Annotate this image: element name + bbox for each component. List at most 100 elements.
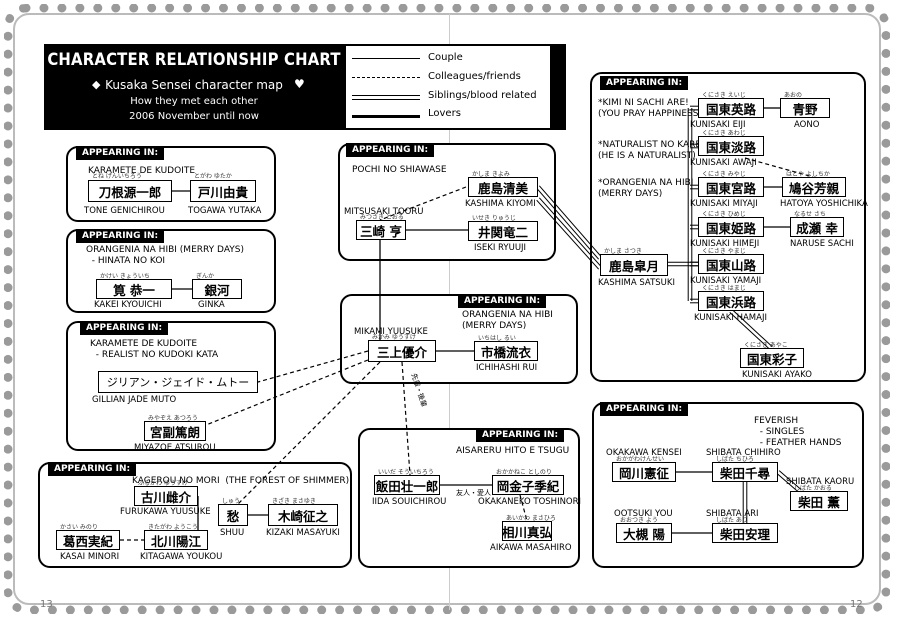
section-note-1: *KIMI NI SACHI ARE! (YOU PRAY HAPPINESS) [598, 98, 702, 119]
character-name-romaji: ICHIHASHI RUI [476, 363, 538, 373]
lace-border [4, 4, 890, 614]
section-note-2: *NATURALIST NO KARE (HE IS A NATURALIST) [598, 140, 702, 161]
legend-swatch-bold [352, 115, 420, 118]
character-name-furigana: しばた ちひろ [716, 456, 754, 463]
edge-label-iida-okakaneko: 友人・愛人 [456, 489, 491, 497]
character-name-furigana: しばた かおる [794, 485, 832, 492]
character-name-furigana: きたがわ ようこう [148, 524, 198, 531]
character-name-romaji: KUNISAKI AWAJI [690, 158, 757, 168]
character-miyazoe: 宮副篤朗 [144, 421, 206, 441]
character-name-romaji: IIDA SOUICHIROU [372, 497, 447, 507]
character-name-romaji: TONE GENICHIROU [84, 206, 165, 216]
character-name-kanji: 銀河 [204, 282, 230, 298]
character-name-romaji: MIYAZOE ATSUROU [134, 443, 216, 453]
sibling-line [536, 199, 600, 270]
section-tab: APPEARING IN: [346, 143, 435, 157]
colleague-line [401, 361, 411, 476]
colleague-line [744, 157, 814, 178]
character-name-kanji: 刀根源一郎 [98, 184, 162, 200]
character-name-kanji: 成瀬 幸 [796, 220, 838, 236]
chart-subtitle: Kusaka Sensei character map [105, 78, 283, 92]
character-name-kanji: 筧 恭一 [113, 282, 155, 298]
character-name-furigana: くにさき はまじ [702, 285, 746, 292]
character-name-romaji: KASHIMA KIYOMI [465, 199, 536, 209]
legend-label: Couple [428, 52, 463, 63]
character-name-furigana: かしま さつき [604, 248, 642, 255]
legend-label: Lovers [428, 108, 461, 119]
section-tab: APPEARING IN: [76, 146, 165, 160]
character-name-furigana: ぎんか [196, 273, 215, 280]
character-name-kanji: 鹿島清美 [477, 180, 528, 196]
character-ginka: 銀河 [192, 279, 242, 299]
character-name-furigana: いいだ そういちろう [378, 469, 434, 476]
character-name-furigana: おかかねこ としのり [496, 469, 552, 476]
title-block: CHARACTER RELATIONSHIP CHART ◆ Kusaka Se… [44, 44, 344, 130]
sibling-line [536, 187, 600, 260]
character-togawa: 戸川由貴 [190, 180, 256, 202]
section-tab: APPEARING IN: [80, 321, 169, 335]
character-name-furigana: おかがわけんせい [616, 456, 665, 463]
character-name-romaji: KUNISAKI EIJI [690, 120, 746, 130]
character-aono: 青野 [780, 98, 830, 118]
character-name-romaji: KUNISAKI AYAKO [742, 370, 812, 380]
sibling-line [729, 311, 771, 350]
character-name-furigana: いせき りゅうじ [472, 215, 516, 222]
character-name-furigana: きざき まさゆき [272, 498, 316, 505]
sibling-line [538, 197, 602, 268]
character-shuu: 愁 [218, 504, 248, 526]
colleague-line [519, 494, 528, 522]
character-name-romaji: GINKA [198, 300, 225, 310]
character-name-romaji: SHIBATA CHIHIRO [706, 448, 781, 458]
section-note: KARAMETE DE KUDOITE [88, 166, 196, 176]
character-kakei: 筧 恭一 [96, 279, 172, 299]
page-number-right: 12 [850, 599, 863, 610]
section-note: ORANGENIA NA HIBI (MERRY DAYS) [462, 310, 553, 331]
character-name-kanji: 国東英路 [705, 101, 756, 117]
character-name-furigana: くにさき あわじ [702, 130, 746, 137]
colleague-line [205, 359, 369, 426]
character-aikawa: 相川真弘 [502, 521, 552, 541]
section-note: ORANGENIA NA HIBI (MERRY DAYS) - HINATA … [86, 245, 244, 266]
character-miyaji: 国東宮路 [698, 177, 764, 197]
character-name-romaji: MIKAMI YUUSUKE [354, 327, 428, 337]
section-note: POCHI NO SHIAWASE [352, 165, 447, 175]
character-name-romaji: KAKEI KYOUICHI [94, 300, 162, 310]
legend: Couple Colleagues/friends Siblings/blood… [344, 44, 562, 130]
legend-swatch-dashed [352, 77, 420, 78]
section-tab: APPEARING IN: [458, 294, 547, 308]
character-name-kanji: 柴田 薫 [798, 494, 840, 510]
character-ootsuki: 大槻 陽 [616, 523, 672, 543]
character-kashima-kiyomi: 鹿島清美 [468, 177, 538, 197]
character-name-kanji: 相川真弘 [502, 524, 552, 540]
character-ichihashi: 市橋流衣 [474, 341, 538, 361]
character-mikami: 三上優介 [368, 340, 436, 362]
character-okakaneko: 岡金子季紀 [492, 475, 564, 495]
character-name-kanji: 北川陽江 [150, 533, 201, 549]
character-name-kanji: 木崎征之 [277, 508, 328, 524]
character-name-furigana: くにさき ひめじ [702, 211, 746, 218]
character-name-romaji: AIKAWA MASAHIRO [490, 543, 572, 553]
character-naruse: 成瀬 幸 [790, 217, 844, 237]
subtitle-line-2: 2006 November until now [129, 111, 259, 122]
legend-swatch-double [352, 95, 420, 100]
character-name-kanji: 井関竜二 [477, 224, 528, 240]
character-name-furigana: くにさき あやこ [744, 342, 788, 349]
character-name-kanji: 国東淡路 [705, 139, 756, 155]
character-name-kanji: 市橋流衣 [480, 344, 531, 360]
character-name-kanji: 戸川由貴 [197, 184, 248, 200]
character-name-furigana: くにさき みやじ [702, 171, 746, 178]
character-name-furigana: みやぞえ あつろう [148, 415, 198, 422]
section-aisareru: APPEARING IN: AISARERU HITO E TSUGU [358, 428, 580, 568]
character-name-furigana: とがわ ゆたか [194, 173, 232, 180]
character-name-furigana: とね げんいちろう [92, 173, 142, 180]
character-name-furigana: しばた あり [716, 517, 748, 524]
character-name-romaji: KUNISAKI HAMAJI [694, 313, 767, 323]
character-name-furigana: くにさき やまじ [702, 248, 746, 255]
character-name-furigana: みつさき とおる [360, 214, 404, 221]
character-name-kanji: 国東宮路 [705, 180, 756, 196]
character-yamaji: 国東山路 [698, 254, 764, 274]
character-name-kanji: 国東彩子 [746, 351, 797, 367]
character-name-furigana: あおの [784, 92, 803, 99]
section-note: KAGEROU NO MORI (THE FOREST OF SHIMMER) [132, 476, 350, 486]
character-name-kanji: 岡川憲征 [618, 465, 669, 481]
